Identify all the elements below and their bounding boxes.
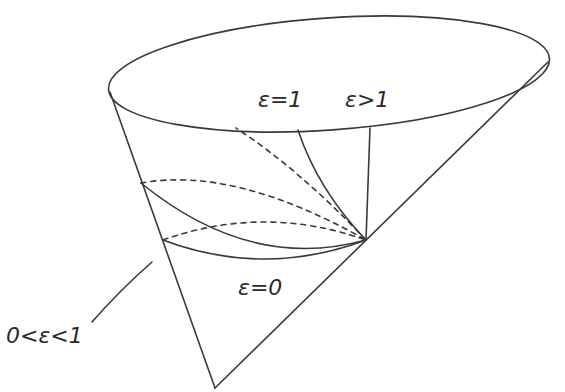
parabola-section (298, 130, 366, 240)
eccentricity-label: ε=0 (238, 276, 282, 300)
cone-rim (105, 3, 554, 146)
eccentricity-label: ε=1 (258, 88, 302, 112)
eccentricity-label: 0<ε<1 (6, 324, 83, 348)
ellipse-section-hidden (141, 180, 366, 240)
leader-line (92, 262, 152, 322)
hyperbola-section (366, 128, 370, 240)
parabola-section-hidden (236, 128, 366, 240)
eccentricity-label: ε>1 (345, 88, 389, 112)
cone-side (215, 62, 548, 388)
circle-section (163, 240, 366, 259)
ellipse-section (141, 183, 366, 248)
circle-section-hidden (163, 222, 366, 240)
